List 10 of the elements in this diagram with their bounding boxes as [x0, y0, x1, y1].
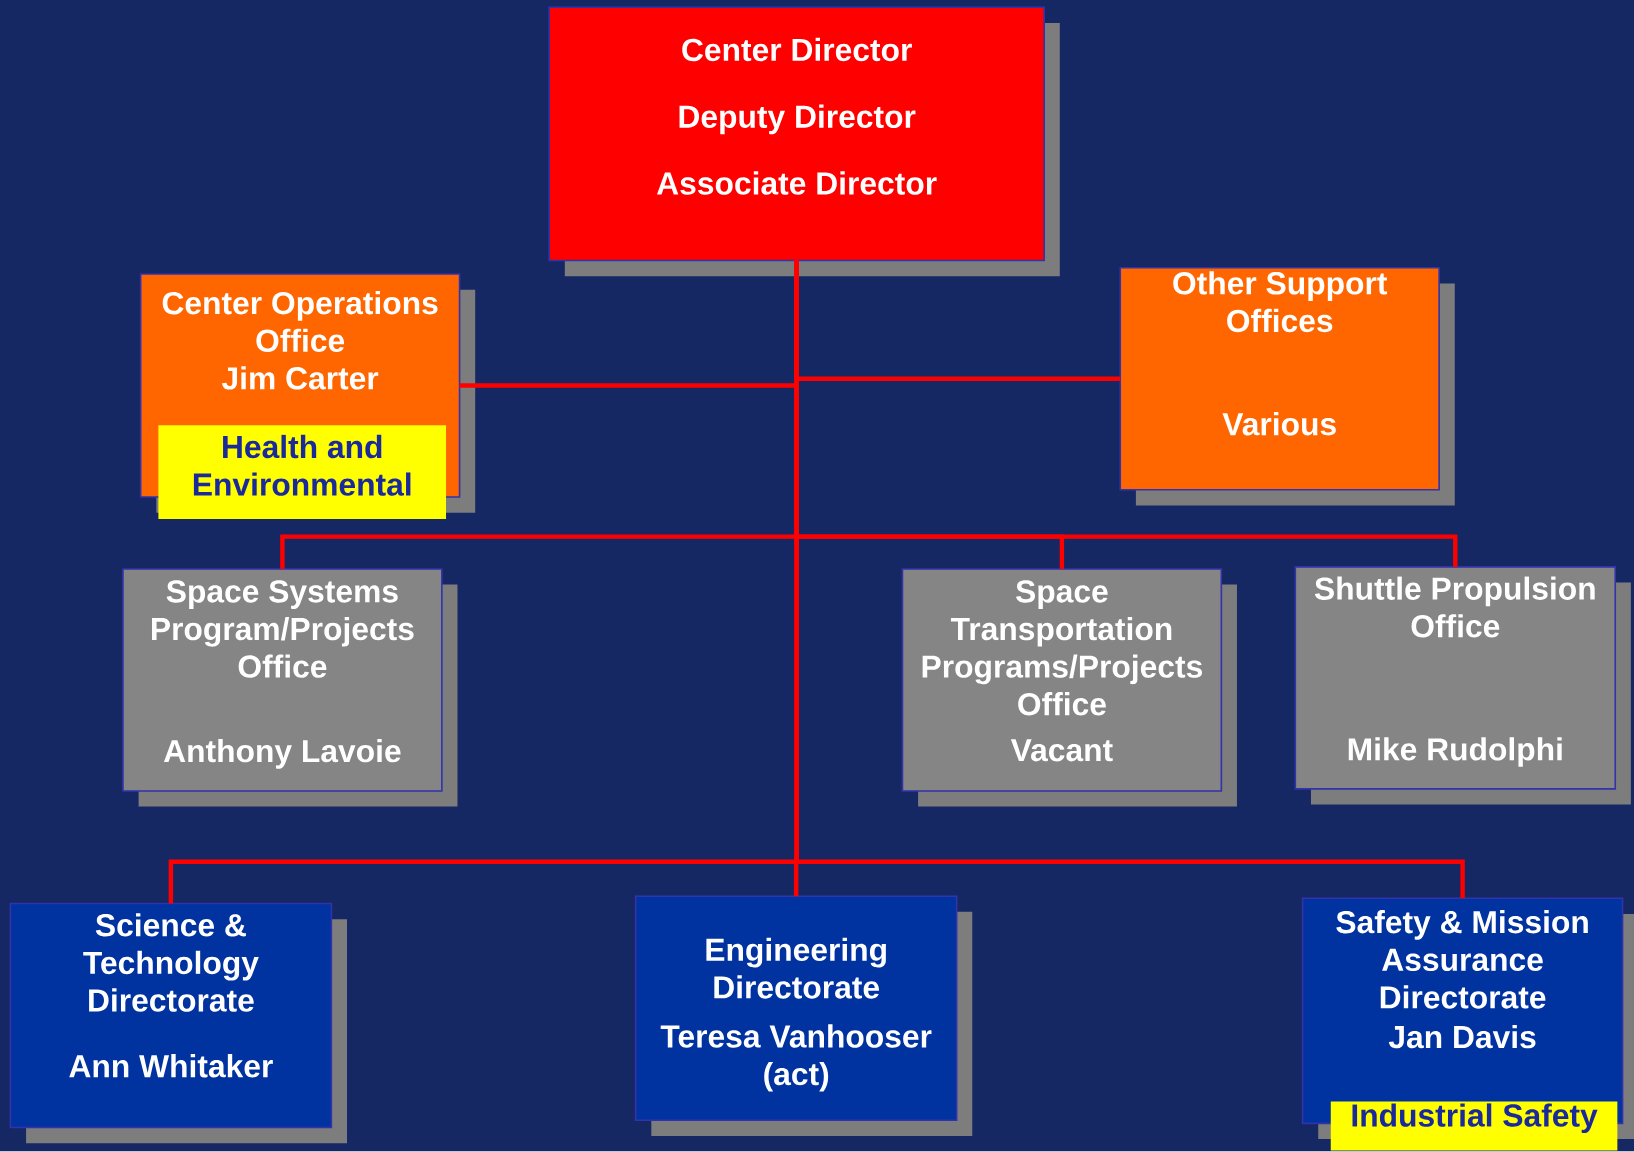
director-box: Center Director Deputy Director Associate Director — [548, 6, 1060, 277]
office-box: Space Transportation Programs/Projects Office Vacant — [901, 568, 1237, 807]
office-box: Shuttle Propulsion Office Mike Rudolphi — [1294, 566, 1631, 805]
office-box: Other Support Offices Various — [1119, 267, 1455, 506]
directorate-box: Science & Technology Directorate Ann Whitaker — [9, 902, 347, 1144]
directorate-box: Engineering Directorate Teresa Vanhooser (act) — [634, 895, 973, 1137]
office-box: Space Systems Program/Projects Office Anthony Lavoie — [122, 568, 458, 807]
highlight-box: Health and Environmental — [158, 425, 447, 520]
connector-line — [794, 260, 1465, 899]
highlight-box: Industrial Safety — [1330, 1101, 1618, 1151]
